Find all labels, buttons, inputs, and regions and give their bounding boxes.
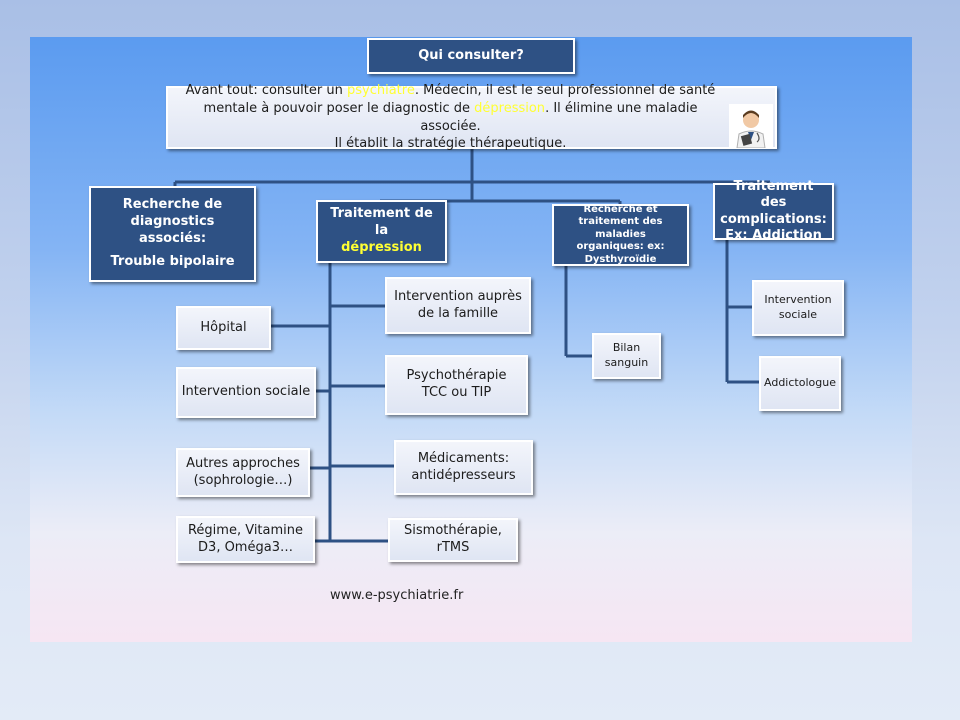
- traitement-line2: dépression: [341, 239, 422, 255]
- item-intervention-famille: Intervention auprès de la famille: [385, 277, 531, 334]
- complications-line2: Ex: Addiction: [725, 227, 822, 243]
- item-regime: Régime, Vitamine D3, Oméga3…: [176, 516, 315, 563]
- intro-highlight-depression: dépression: [474, 100, 546, 116]
- complications-line1: Traitement des complications:: [720, 179, 827, 227]
- recherche-line1: Recherche de diagnostics associés:: [122, 197, 223, 246]
- intro-suffix: . Il élimine une maladie associée.: [420, 100, 698, 134]
- doctor-avatar-icon: [729, 104, 773, 148]
- item-bilan-sanguin: Bilan sanguin: [592, 333, 661, 379]
- item-intervention-sociale: Intervention sociale: [176, 367, 316, 418]
- branch-complications: Traitement des complications: Ex: Addict…: [713, 179, 834, 243]
- item-sismotherapie: Sismothérapie, rTMS: [388, 518, 518, 562]
- intro-highlight-psychiatre: psychiatre: [346, 83, 415, 99]
- item-psychotherapie-label: Psychothérapie TCC ou TIP: [406, 368, 507, 400]
- item-addictologue: Addictologue: [759, 356, 841, 411]
- item-addictologue-label: Addictologue: [764, 376, 836, 390]
- intro-prefix: Avant tout: consulter un: [185, 83, 347, 99]
- page-title: Qui consulter?: [418, 47, 524, 63]
- branch-traitement-depression: Traitement de la dépression: [316, 200, 447, 263]
- item-intervention-sociale-complications: Intervention sociale: [752, 280, 844, 336]
- traitement-line1: Traitement de la: [330, 206, 433, 239]
- footer-url: www.e-psychiatrie.fr: [330, 588, 464, 603]
- branch-recherche-diagnostics: Recherche de diagnostics associés: Troub…: [89, 186, 256, 282]
- item-psychotherapie: Psychothérapie TCC ou TIP: [385, 355, 528, 415]
- item-medicaments-label: Médicaments: antidépresseurs: [411, 450, 516, 483]
- intro-middle: . Médecin, il est le seul professionnel …: [203, 83, 716, 116]
- item-intervention-sociale-complications-label: Intervention sociale: [764, 293, 832, 321]
- item-bilan-sanguin-label: Bilan sanguin: [604, 341, 649, 369]
- intro-box: Avant tout: consulter un psychiatre. Méd…: [166, 83, 777, 151]
- item-hopital-label: Hôpital: [200, 319, 247, 335]
- item-medicaments: Médicaments: antidépresseurs: [394, 440, 533, 495]
- intro-paragraph: Avant tout: consulter un psychiatre. Méd…: [174, 82, 727, 135]
- item-regime-label: Régime, Vitamine D3, Oméga3…: [187, 522, 304, 555]
- item-autres-approches-label: Autres approches (sophrologie…): [186, 455, 300, 488]
- title-box: Qui consulter?: [367, 38, 575, 74]
- item-sismotherapie-label: Sismothérapie, rTMS: [404, 523, 502, 555]
- item-intervention-famille-label: Intervention auprès de la famille: [394, 288, 522, 321]
- item-autres-approches: Autres approches (sophrologie…): [176, 448, 310, 497]
- intro-line3: Il établit la stratégie thérapeutique.: [334, 136, 567, 152]
- recherche-line2: Trouble bipolaire: [110, 253, 235, 269]
- organiques-text: Recherche et traitement des maladies org…: [576, 203, 665, 265]
- item-hopital: Hôpital: [176, 306, 271, 350]
- branch-maladies-organiques: Recherche et traitement des maladies org…: [552, 204, 689, 266]
- item-intervention-sociale-label: Intervention sociale: [181, 384, 311, 400]
